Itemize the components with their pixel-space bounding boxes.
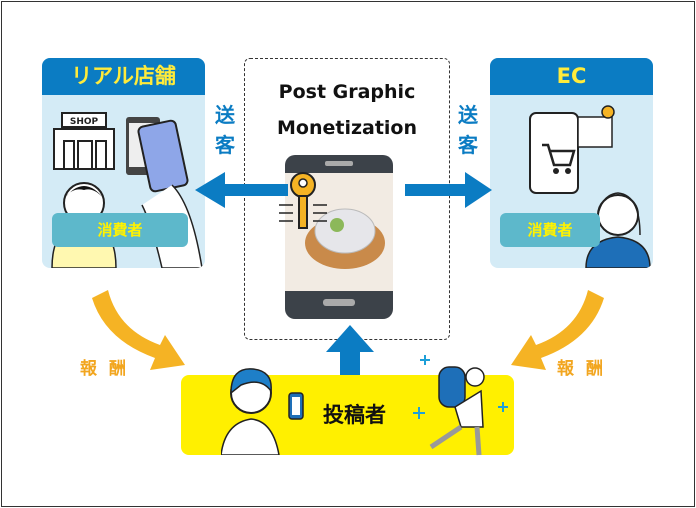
post-graphic-monetization-box: Post Graphic Monetization bbox=[244, 58, 450, 340]
poster-person-illustration bbox=[221, 368, 304, 455]
arrow-reward-left bbox=[92, 290, 185, 370]
smartphone-illustration bbox=[279, 155, 393, 319]
center-title-line2: Monetization bbox=[276, 117, 418, 139]
shop-sign-text: SHOP bbox=[70, 117, 99, 127]
real-store-title: リアル店舗 bbox=[42, 58, 205, 95]
center-title-line1: Post Graphic bbox=[278, 81, 416, 103]
consumer-label-left: 消費者 bbox=[52, 213, 188, 247]
ec-illustration bbox=[529, 105, 651, 268]
arrow-up bbox=[326, 325, 374, 375]
arrow-left-send bbox=[195, 172, 288, 208]
ec-title: EC bbox=[490, 58, 653, 95]
poster-label: 投稿者 bbox=[323, 403, 386, 427]
poster-box: 投稿者 bbox=[181, 355, 514, 456]
arrow-right-send bbox=[405, 172, 492, 208]
reward-right: 報酬 bbox=[557, 359, 615, 379]
ec-panel: EC 消費者 bbox=[490, 58, 653, 268]
real-store-panel: リアル店舗 SHOP 消費者 bbox=[42, 58, 205, 268]
carrying-person-illustration bbox=[413, 355, 508, 456]
arrow-reward-right bbox=[511, 290, 604, 370]
key-icon bbox=[279, 172, 327, 229]
consumer-label-right: 消費者 bbox=[500, 213, 600, 247]
reward-left: 報酬 bbox=[80, 359, 138, 379]
send-customers-right: 送客 bbox=[458, 103, 478, 157]
send-customers-left: 送客 bbox=[215, 103, 235, 157]
key-icon bbox=[601, 105, 615, 119]
